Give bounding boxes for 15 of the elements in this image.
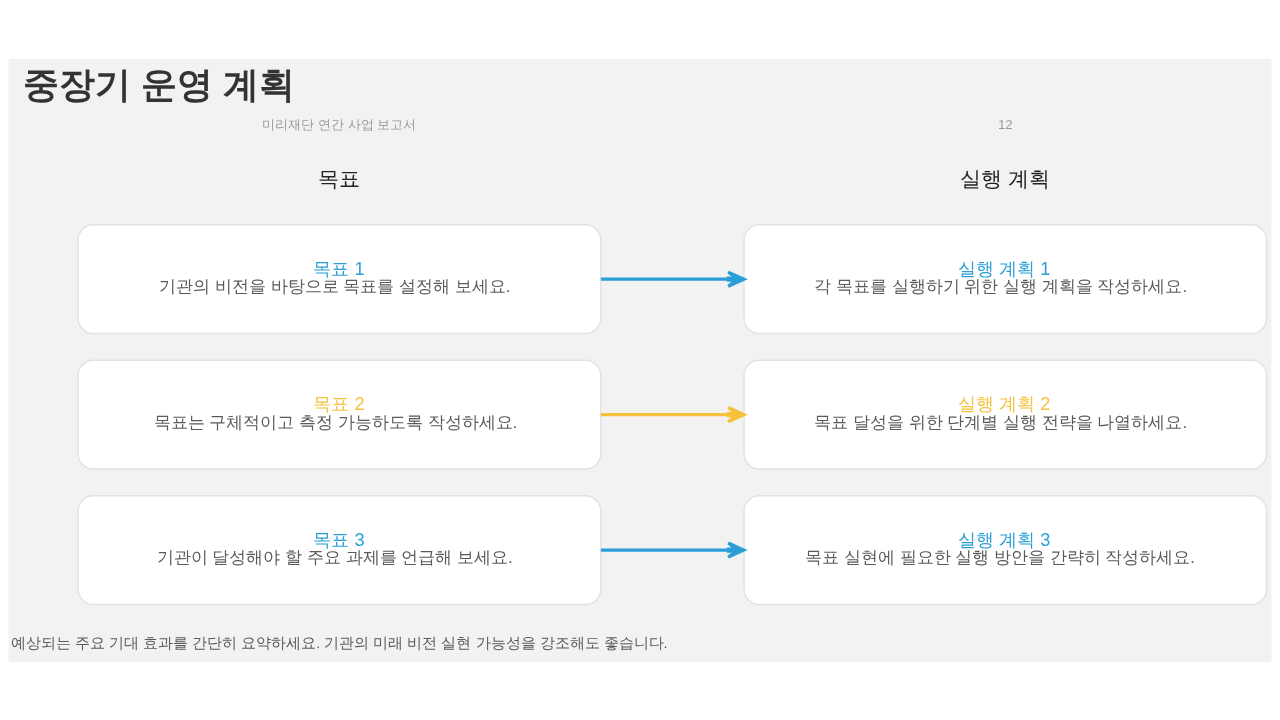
node-box: 목표 1 기관의 비전을 바탕으로 목표를 설정해 보세요. [77,223,602,334]
label: 목표 [318,166,361,190]
node-box: 실행 계획 1 각 목표를 실행하기 위한 실행 계획을 작성하세요. [743,223,1268,334]
arrow [600,270,746,288]
node-box: 목표 3 기관이 달성해야 할 주요 과제를 언급해 보세요. [77,494,602,605]
diagram-title: 중장기 운영 계획 [23,63,296,104]
label: 12 [997,116,1013,132]
label: 예상되는 주요 기대 효과를 간단히 요약하세요. 기관의 미래 비전 실현 가능성을 강조해도 좋습니다. [11,634,668,651]
node-box: 목표 2 목표는 구체적이고 측정 가능하도록 작성하세요. [77,358,602,470]
arrow [600,405,746,423]
label: 실행 계획 [960,166,1051,190]
label: 미리재단 연간 사업 보고서 [262,116,417,132]
node-box: 실행 계획 2 목표 달성을 위한 단계별 실행 전략을 나열하세요. [743,358,1268,470]
arrow [600,540,746,559]
node-box: 실행 계획 3 목표 실현에 필요한 실행 방안을 간략히 작성하세요. [743,494,1268,605]
